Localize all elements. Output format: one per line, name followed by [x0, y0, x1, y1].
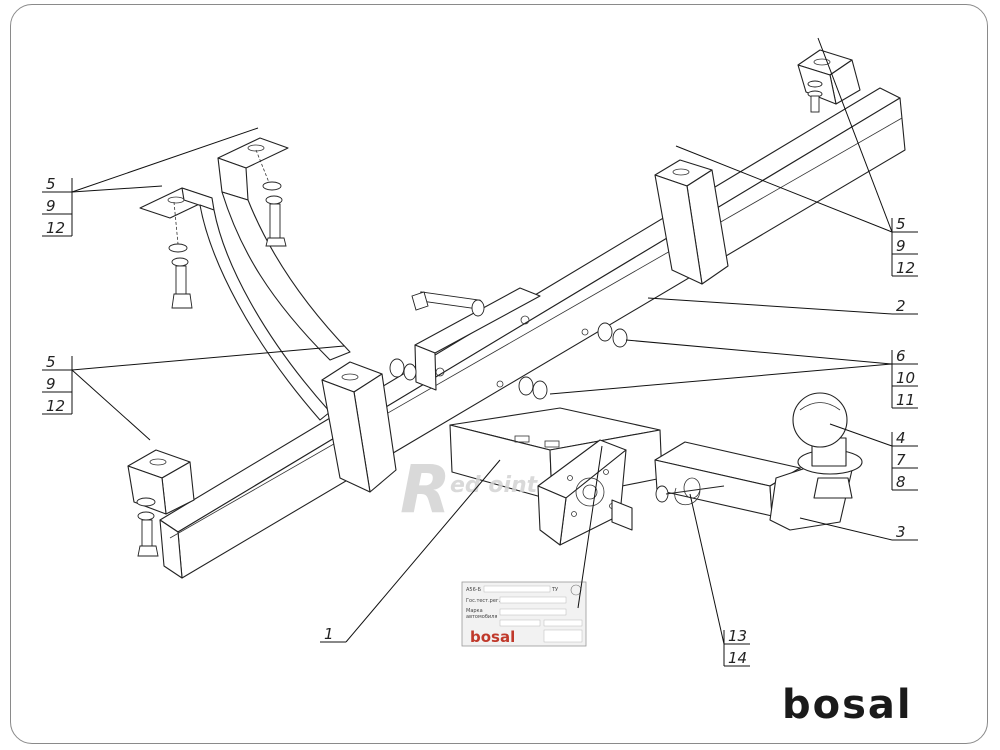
callout-10: 10 — [896, 369, 915, 387]
plate-model-code: А56-Б — [466, 587, 482, 593]
callout-3: 3 — [799, 517, 918, 541]
callout-group-right-top: 5 9 12 — [675, 37, 918, 277]
callout-2: 2 — [647, 297, 918, 315]
left-rear-bracket — [217, 137, 351, 361]
callout-12-left-top: 12 — [46, 219, 65, 237]
callout-9-left-top: 9 — [46, 197, 56, 215]
callout-13: 13 — [728, 627, 747, 645]
callout-12-left-mid: 12 — [46, 397, 65, 415]
callout-group-left-mid: 5 9 12 — [42, 345, 345, 441]
callout-7: 7 — [896, 451, 906, 469]
callout-8: 8 — [896, 473, 906, 491]
callout-5-left-top: 5 — [46, 175, 56, 193]
callout-3-label: 3 — [896, 523, 906, 541]
callout-group-left-top: 5 9 12 — [42, 127, 259, 237]
plate-code: ТУ — [551, 587, 558, 593]
socket-plate — [537, 439, 633, 546]
tow-ball — [792, 392, 863, 499]
left-end-bolt-stack — [136, 497, 159, 557]
callout-5-left-mid: 5 — [46, 353, 56, 371]
callout-9-left-mid: 9 — [46, 375, 56, 393]
callout-group-pin: 13 14 — [689, 493, 750, 667]
callout-2-label: 2 — [896, 297, 906, 315]
plate-brand: bosal — [470, 628, 515, 646]
beam-bolt-set-lower — [518, 376, 548, 400]
centre-spacer-stack — [389, 358, 417, 381]
left-rear-bolt-stack — [262, 181, 287, 247]
beam-bracket-right — [654, 159, 729, 285]
drawing-frame — [10, 4, 988, 744]
right-end-bolt-stack — [807, 80, 823, 113]
bosal-logo: bosal — [782, 682, 913, 728]
plate-row-3: автомобиля — [466, 614, 497, 620]
beam-bracket-left — [321, 361, 397, 493]
left-front-bolt-stack — [168, 201, 193, 309]
callout-group-bolts: 6 10 11 — [549, 339, 918, 409]
callout-9-right: 9 — [896, 237, 906, 255]
callout-14: 14 — [728, 649, 747, 667]
left-end-bracket — [127, 449, 195, 515]
watermark: R ed oint — [400, 451, 539, 528]
callout-4: 4 — [896, 429, 906, 447]
callout-6: 6 — [896, 347, 906, 365]
svg-text:R: R — [400, 451, 451, 528]
rating-plate: А56-Б ТУ Гос.тест.рег. Марка автомобиля … — [461, 581, 587, 647]
pin-and-clip — [655, 477, 725, 506]
beam-bolt-set-upper — [597, 322, 628, 348]
callout-1-label: 1 — [324, 625, 334, 643]
callout-12-right: 12 — [896, 259, 915, 277]
centre-clamp — [411, 287, 541, 391]
callout-5-right: 5 — [896, 215, 906, 233]
callout-group-ball: 4 7 8 — [829, 423, 918, 491]
callout-11: 11 — [896, 391, 915, 409]
right-end-bracket — [797, 49, 861, 105]
plate-row-2: Марка — [466, 608, 483, 614]
watermark-text: ed oint — [450, 473, 539, 498]
plate-row-1: Гос.тест.рег. — [466, 598, 501, 604]
drawbar — [654, 441, 853, 531]
callout-1: 1 — [320, 445, 603, 643]
